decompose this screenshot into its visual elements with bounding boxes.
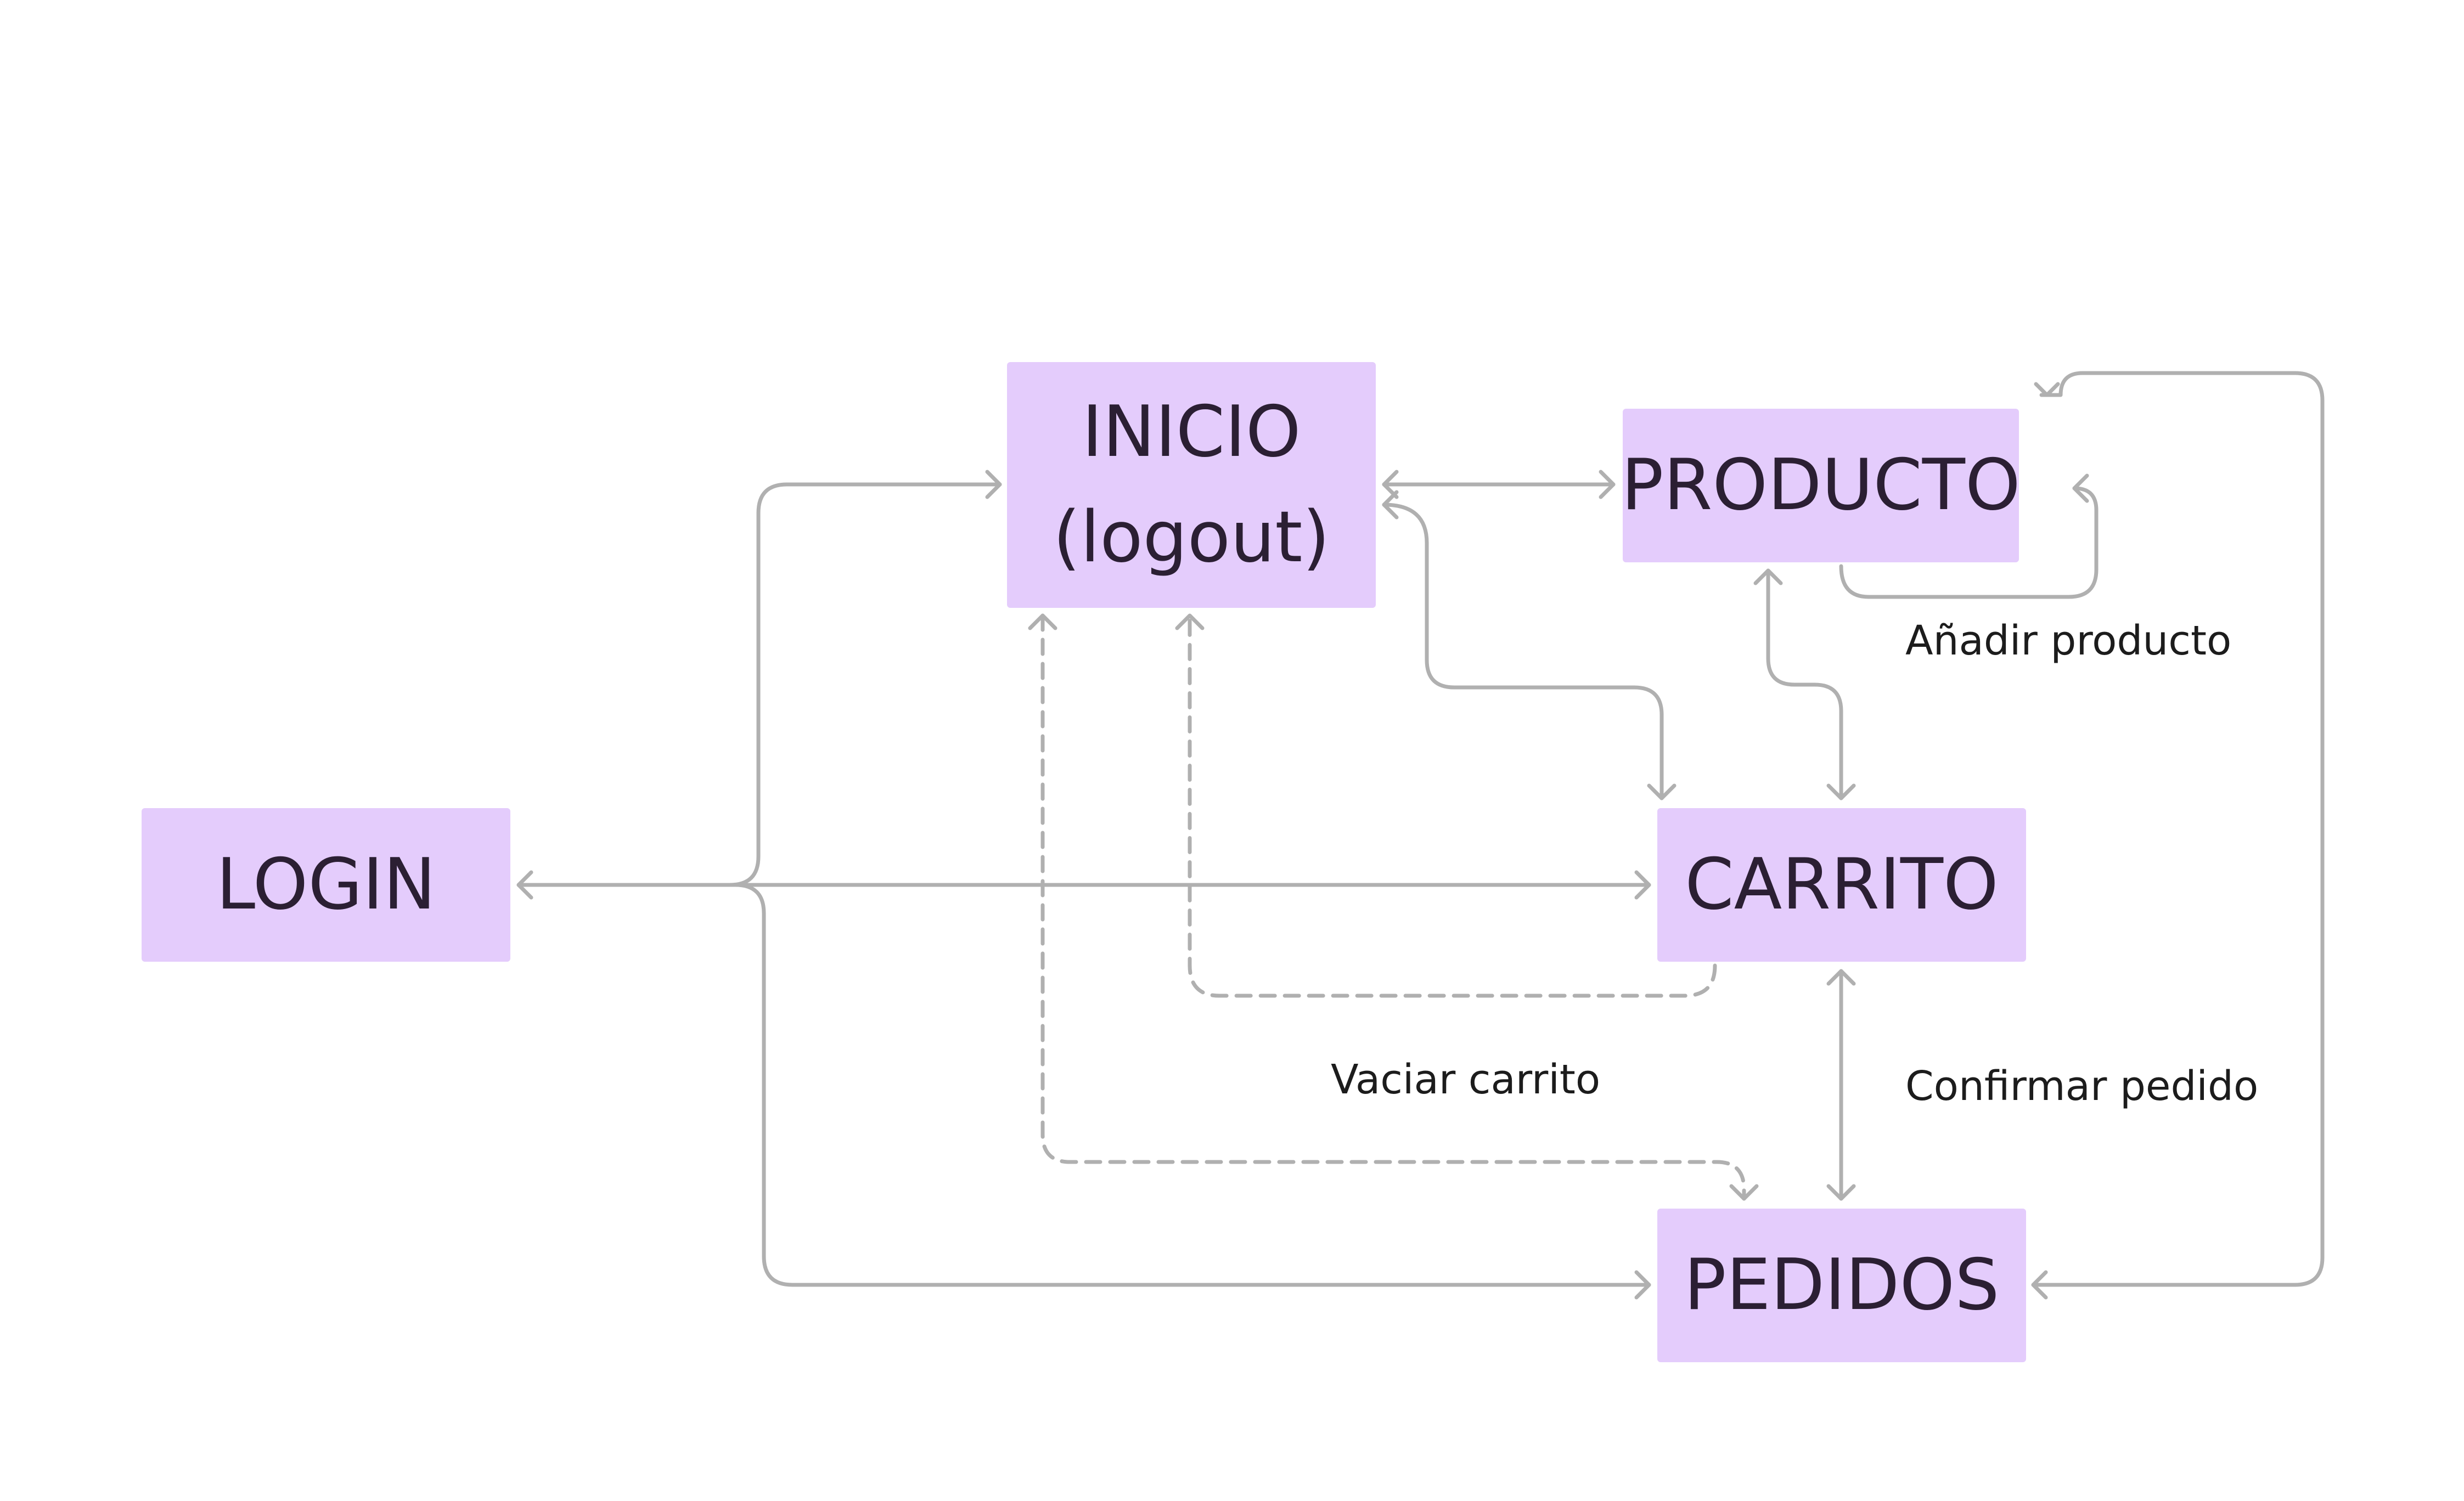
edge-vaciar-carrito: [1188, 613, 1717, 998]
arrowheads: [516, 382, 2089, 1300]
arrowhead-carrito-top-left: [1647, 783, 1677, 800]
arrowhead-carrito-bottom: [1826, 969, 1856, 986]
edge-producto-carrito: [1766, 568, 1843, 800]
node-pedidos-label: PEDIDOS: [1684, 1244, 2000, 1326]
arrowhead-producto-bottom: [1753, 568, 1783, 585]
edge-producto-pedidos: [2031, 371, 2325, 1287]
node-producto-label: PRODUCTO: [1621, 444, 2021, 526]
arrowhead-pedidos-right: [2031, 1270, 2048, 1300]
arrowhead-inicio-left: [985, 470, 1002, 499]
edge-login-inicio: [728, 482, 1002, 887]
node-carrito[interactable]: CARRITO: [1657, 808, 2026, 962]
node-login[interactable]: LOGIN: [142, 808, 510, 962]
arrowhead-inicio-bottom-left: [1028, 613, 1057, 630]
arrowhead-producto-self: [2072, 473, 2089, 503]
arrowhead-inicio-bottom-right: [1175, 613, 1205, 630]
edge-inicio-carrito: [1382, 503, 1664, 800]
edge-login-pedidos: [733, 883, 1651, 1287]
arrowhead-pedidos-left: [1634, 1270, 1651, 1300]
arrowhead-producto-top: [2034, 382, 2060, 397]
node-pedidos[interactable]: PEDIDOS: [1657, 1209, 2026, 1362]
edge-inicio-pedidos: [1040, 613, 1746, 1201]
node-inicio-title: INICIO: [1082, 391, 1301, 473]
arrowhead-producto-left: [1599, 470, 1616, 499]
edge-label-vaciar-carrito: Vaciar carrito: [1331, 1056, 1601, 1103]
arrowhead-login: [516, 870, 533, 900]
edge-label-anadir-producto: Añadir producto: [1905, 617, 2232, 664]
edge-producto-self: [1839, 486, 2099, 599]
arrowhead-carrito-left: [1634, 870, 1651, 900]
arrowhead-pedidos-top: [1826, 1184, 1856, 1201]
edge-label-confirmar-pedido: Confirmar pedido: [1905, 1063, 2259, 1110]
node-inicio-subtitle: (logout): [1053, 496, 1330, 578]
arrowhead-carrito-top-right: [1826, 783, 1856, 800]
node-carrito-label: CARRITO: [1685, 844, 1999, 926]
arrowhead-pedidos-top-dashed: [1729, 1184, 1759, 1201]
node-inicio[interactable]: INICIO (logout): [1007, 362, 1376, 608]
node-producto[interactable]: PRODUCTO: [1621, 409, 2021, 562]
node-login-label: LOGIN: [216, 844, 436, 926]
arrowhead-inicio-right-lower: [1382, 490, 1399, 520]
arrowhead-inicio-right: [1382, 470, 1399, 499]
